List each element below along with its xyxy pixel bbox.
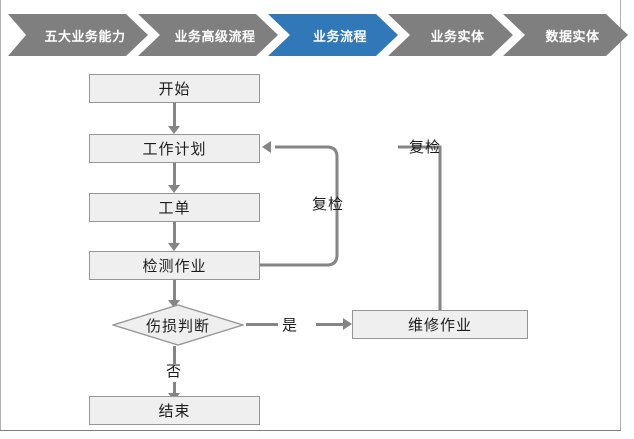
edge-label-no: 否 bbox=[166, 363, 183, 380]
breadcrumb-item-label: 业务流程 bbox=[312, 28, 367, 44]
arrowhead-left-icon bbox=[262, 141, 271, 153]
connector-judgement-to-no-label bbox=[173, 346, 176, 364]
breadcrumb-item-business-process[interactable]: 业务流程 bbox=[268, 14, 398, 56]
breadcrumb: 五大业务能力 业务高级流程 业务流程 业务实体 数据实体 bbox=[8, 14, 622, 56]
diamond-shape-icon bbox=[112, 304, 244, 346]
flow-node-start[interactable]: 开始 bbox=[89, 74, 260, 103]
flow-node-label: 维修作业 bbox=[407, 317, 472, 334]
breadcrumb-item-label: 业务高级流程 bbox=[174, 28, 256, 44]
flow-node-repair[interactable]: 维修作业 bbox=[352, 310, 528, 339]
flow-node-label: 工单 bbox=[158, 200, 191, 217]
connector-inspection-to-judgement bbox=[173, 280, 176, 302]
breadcrumb-item-label: 业务实体 bbox=[430, 28, 485, 44]
flow-node-label: 开始 bbox=[158, 81, 191, 98]
connector-start-to-work-plan bbox=[173, 103, 176, 128]
flow-node-label: 伤损判断 bbox=[145, 317, 210, 335]
edge-label-yes: 是 bbox=[282, 317, 299, 334]
connector-no-label-to-end bbox=[173, 382, 176, 396]
breadcrumb-item-label: 数据实体 bbox=[545, 28, 600, 44]
arrowhead-right-icon bbox=[343, 318, 352, 330]
flow-node-inspection[interactable]: 检测作业 bbox=[89, 251, 260, 280]
breadcrumb-item-label: 五大业务能力 bbox=[44, 28, 126, 44]
flow-node-judgement[interactable]: 伤损判断 bbox=[112, 304, 244, 346]
edge-label-recheck-inner: 复检 bbox=[312, 196, 345, 213]
arrowhead-down-icon bbox=[168, 185, 180, 193]
flow-node-label: 结束 bbox=[158, 403, 191, 420]
arrowhead-down-icon bbox=[168, 300, 180, 308]
frame-border-right bbox=[620, 0, 621, 431]
connector-work-plan-to-work-order bbox=[173, 163, 176, 187]
flow-node-label: 检测作业 bbox=[142, 258, 207, 275]
flow-node-label: 工作计划 bbox=[142, 141, 207, 158]
flow-node-work-order[interactable]: 工单 bbox=[89, 193, 260, 222]
flow-node-work-plan[interactable]: 工作计划 bbox=[89, 134, 260, 163]
frame-border-left bbox=[0, 0, 1, 431]
connector-work-order-to-inspection bbox=[173, 222, 176, 245]
arrowhead-down-icon bbox=[168, 126, 180, 134]
breadcrumb-item-high-level-process[interactable]: 业务高级流程 bbox=[138, 14, 278, 56]
connector-judgement-to-yes-label bbox=[246, 323, 278, 326]
flow-node-end[interactable]: 结束 bbox=[89, 396, 260, 425]
edge-label-recheck-outer: 复检 bbox=[409, 139, 442, 156]
connector-yes-label-to-repair bbox=[316, 323, 344, 326]
breadcrumb-item-capabilities[interactable]: 五大业务能力 bbox=[8, 14, 148, 56]
arrowhead-down-icon bbox=[168, 243, 180, 251]
frame-border-bottom bbox=[0, 430, 621, 431]
